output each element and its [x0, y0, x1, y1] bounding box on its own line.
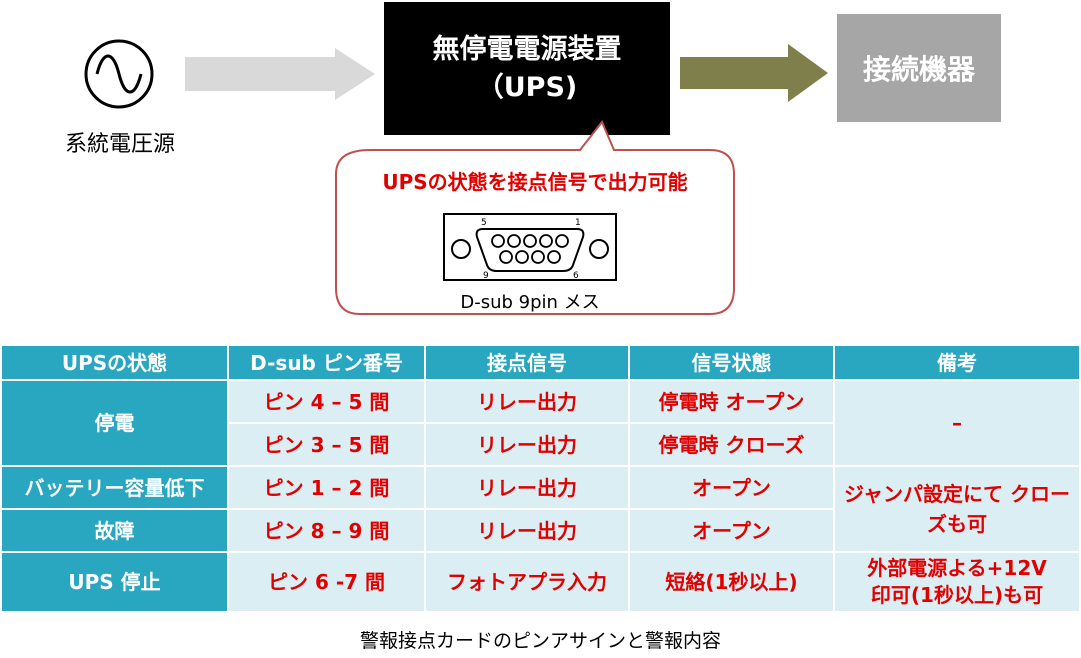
- pin-cell: ピン 4 – 5 間: [227, 379, 426, 424]
- connector-caption: D-sub 9pin メス: [460, 292, 600, 313]
- status-cell: オープン: [628, 465, 835, 510]
- header-note: 備考: [833, 344, 1081, 381]
- note-cell: ジャンパ設定にて クローズも可: [833, 465, 1081, 553]
- table-row: バッテリー容量低下 ピン 1 – 2 間 リレー出力 オープン ジャンパ設定にて…: [0, 465, 1081, 553]
- state-cell: バッテリー容量低下: [0, 465, 229, 510]
- status-cell: 停電時 オープン: [628, 379, 835, 424]
- state-cell: UPS 停止: [0, 551, 229, 613]
- table-header-row: UPSの状態 D-sub ピン番号 接点信号 信号状態 備考: [0, 344, 1081, 381]
- pin-cell: ピン 3 – 5 間: [227, 422, 426, 467]
- header-ups-state: UPSの状態: [0, 344, 229, 381]
- pin-cell: ピン 1 – 2 間: [227, 465, 426, 510]
- ups-box: 無停電電源装置 （UPS): [384, 2, 670, 135]
- table-row: ピン 3 – 5 間 リレー出力 停電時 クローズ: [1, 422, 1080, 467]
- pin-cell: ピン 6 -7 間: [227, 551, 426, 613]
- pin-label-5: 5: [481, 218, 487, 228]
- arrow-to-device-icon: [680, 44, 828, 102]
- connected-device-box: 接続機器: [837, 14, 1001, 122]
- header-signal-status: 信号状態: [628, 344, 835, 381]
- signal-cell: リレー出力: [424, 508, 630, 553]
- pin-cell: ピン 8 – 9 間: [227, 508, 426, 553]
- ac-source-icon: [84, 39, 154, 109]
- status-cell: 停電時 クローズ: [628, 422, 835, 467]
- status-cell: 短絡(1秒以上): [628, 551, 835, 613]
- state-cell: 故障: [0, 508, 229, 553]
- pin-label-6: 6: [573, 271, 579, 281]
- note-cell: –: [833, 379, 1081, 467]
- pin-label-9: 9: [483, 271, 489, 281]
- note-cell: 外部電源よる+12V 印可(1秒以上)も可: [833, 551, 1081, 613]
- table-row: 故障 ピン 8 – 9 間 リレー出力 オープン: [0, 508, 1080, 553]
- table-row: UPS 停止 ピン 6 -7 間 フォトアプラ入力 短絡(1秒以上) 外部電源よ…: [0, 551, 1081, 613]
- signal-cell: リレー出力: [424, 465, 630, 510]
- signal-cell: フォトアプラ入力: [424, 551, 630, 613]
- arrow-to-ups-icon: [185, 48, 375, 100]
- header-pin-number: D-sub ピン番号: [227, 344, 426, 381]
- pin-label-1: 1: [575, 218, 581, 228]
- note-line: 外部電源よる+12V: [867, 556, 1047, 580]
- callout-text: UPSの状態を接点信号で出力可能: [382, 170, 688, 194]
- source-label: 系統電圧源: [64, 132, 175, 157]
- signal-cell: リレー出力: [424, 379, 630, 424]
- dsub-connector-icon: 5 1 9 6: [443, 213, 617, 281]
- header-contact-signal: 接点信号: [424, 344, 630, 381]
- signal-cell: リレー出力: [424, 422, 630, 467]
- state-cell: 停電: [0, 379, 229, 467]
- figure-caption: 警報接点カードのピンアサインと警報内容: [359, 630, 721, 652]
- table-row: 停電 ピン 4 – 5 間 リレー出力 停電時 オープン –: [0, 379, 1081, 467]
- status-cell: オープン: [628, 508, 835, 553]
- pin-assignment-table: UPSの状態 D-sub ピン番号 接点信号 信号状態 備考 停電 ピン 4 –…: [0, 344, 1081, 613]
- note-line: 印可(1秒以上)も可: [870, 583, 1044, 607]
- ups-subtitle: （UPS): [476, 71, 578, 103]
- ups-title: 無停電電源装置: [432, 33, 622, 65]
